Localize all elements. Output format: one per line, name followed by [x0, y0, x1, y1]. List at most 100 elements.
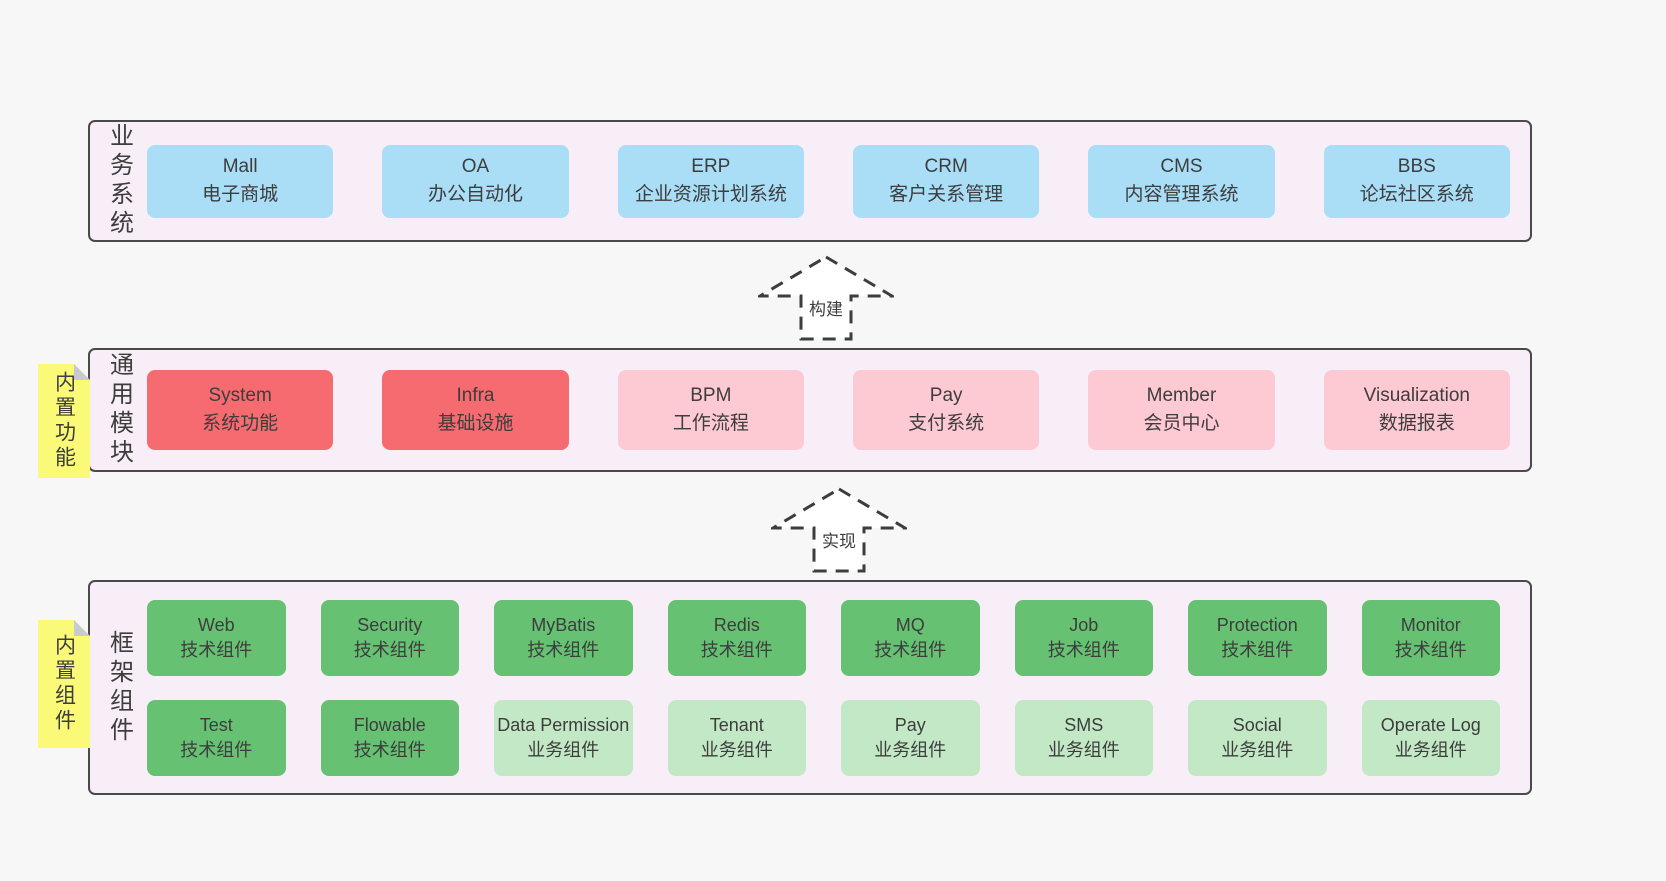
- box-title: Pay: [894, 715, 926, 736]
- box-title: Monitor: [1400, 615, 1461, 636]
- box-title: Flowable: [353, 715, 426, 736]
- sticky-note-builtin-features: 内置功能: [38, 364, 90, 478]
- box-erp: ERP 企业资源计划系统: [617, 144, 804, 218]
- box-subtitle: 客户关系管理: [889, 184, 1004, 205]
- box-title: BPM: [690, 385, 732, 407]
- box-title: Data Permission: [497, 715, 630, 736]
- band-label-modules: 通用模块: [105, 352, 133, 468]
- box-cms: CMS 内容管理系统: [1088, 144, 1275, 218]
- box-subtitle: 技术组件: [353, 639, 426, 660]
- box-title: Visualization: [1363, 385, 1470, 407]
- box-infra: Infra 基础设施: [382, 370, 569, 450]
- box-subtitle: 基础设施: [437, 413, 514, 434]
- box-subtitle: 系统功能: [202, 413, 279, 434]
- box-monitor: Monitor 技术组件: [1361, 599, 1500, 676]
- common-modules-band: 通用模块 System 系统功能 Infra 基础设施 BPM 工作流程 Pay…: [88, 348, 1532, 472]
- box-bpm: BPM 工作流程: [617, 370, 804, 450]
- box-subtitle: 业务组件: [1047, 739, 1120, 760]
- box-subtitle: 电子商城: [202, 184, 279, 205]
- box-web: Web 技术组件: [147, 599, 286, 676]
- box-subtitle: 业务组件: [527, 739, 600, 760]
- box-subtitle: 技术组件: [527, 639, 600, 660]
- box-title: Redis: [713, 615, 760, 636]
- framework-row-1: Web 技术组件 Security 技术组件 MyBatis 技术组件 Redi…: [147, 599, 1500, 676]
- box-title: Member: [1146, 385, 1217, 407]
- band-label-framework: 框架组件: [105, 629, 133, 746]
- sticky-note-builtin-components: 内置组件: [38, 620, 90, 748]
- box-bbs: BBS 论坛社区系统: [1323, 144, 1510, 218]
- box-subtitle: 技术组件: [180, 639, 253, 660]
- box-member: Member 会员中心: [1088, 370, 1275, 450]
- box-title: BBS: [1397, 156, 1436, 178]
- box-job: Job 技术组件: [1014, 599, 1153, 676]
- box-sms: SMS 业务组件: [1014, 699, 1153, 776]
- box-title: Infra: [456, 385, 495, 407]
- box-tenant: Tenant 业务组件: [667, 699, 806, 776]
- box-title: Social: [1232, 715, 1282, 736]
- box-mq: MQ 技术组件: [841, 599, 980, 676]
- note-text: 内置组件: [52, 634, 76, 734]
- box-flowable: Flowable 技术组件: [320, 699, 459, 776]
- box-title: Operate Log: [1380, 715, 1481, 736]
- box-subtitle: 技术组件: [874, 639, 947, 660]
- box-title: Job: [1069, 615, 1099, 636]
- box-redis: Redis 技术组件: [667, 599, 806, 676]
- box-subtitle: 业务组件: [700, 739, 773, 760]
- box-title: System: [208, 385, 272, 407]
- box-visualization: Visualization 数据报表: [1323, 370, 1510, 450]
- box-social: Social 业务组件: [1188, 699, 1327, 776]
- note-text: 内置功能: [52, 371, 76, 471]
- box-title: Pay: [929, 385, 963, 407]
- framework-row-2: Test 技术组件 Flowable 技术组件 Data Permission …: [147, 699, 1500, 776]
- box-pay-biz: Pay 业务组件: [841, 699, 980, 776]
- box-crm: CRM 客户关系管理: [852, 144, 1040, 218]
- box-security: Security 技术组件: [320, 599, 459, 676]
- box-subtitle: 技术组件: [700, 639, 773, 660]
- box-subtitle: 技术组件: [353, 739, 426, 760]
- box-subtitle: 业务组件: [1394, 739, 1467, 760]
- box-title: OA: [461, 156, 490, 178]
- box-operate-log: Operate Log 业务组件: [1361, 699, 1500, 776]
- box-subtitle: 业务组件: [1221, 739, 1294, 760]
- build-arrow-label: 构建: [807, 295, 845, 320]
- box-system: System 系统功能: [147, 370, 334, 450]
- business-systems-band: 业务系统 Mall 电子商城 OA 办公自动化 ERP 企业资源计划系统 CRM…: [88, 120, 1532, 242]
- box-subtitle: 内容管理系统: [1124, 184, 1239, 205]
- box-subtitle: 会员中心: [1143, 413, 1220, 434]
- implement-arrow: 实现: [771, 487, 907, 573]
- box-subtitle: 数据报表: [1378, 413, 1455, 434]
- band-label-business: 业务系统: [105, 123, 133, 239]
- box-subtitle: 技术组件: [1047, 639, 1120, 660]
- box-subtitle: 论坛社区系统: [1359, 184, 1474, 205]
- box-pay: Pay 支付系统: [852, 370, 1040, 450]
- box-title: Test: [199, 715, 233, 736]
- box-title: ERP: [691, 156, 731, 178]
- box-title: Security: [357, 615, 423, 636]
- framework-components-band: 框架组件 Web 技术组件 Security 技术组件 MyBatis 技术组件…: [88, 580, 1532, 795]
- build-arrow: 构建: [758, 255, 894, 341]
- business-boxes-row: Mall 电子商城 OA 办公自动化 ERP 企业资源计划系统 CRM 客户关系…: [147, 122, 1530, 240]
- box-title: Tenant: [709, 715, 764, 736]
- implement-arrow-label: 实现: [820, 527, 858, 552]
- box-mybatis: MyBatis 技术组件: [494, 599, 633, 676]
- box-subtitle: 企业资源计划系统: [634, 184, 787, 205]
- box-title: Mall: [222, 156, 258, 178]
- box-mall: Mall 电子商城: [147, 144, 334, 218]
- modules-boxes-row: System 系统功能 Infra 基础设施 BPM 工作流程 Pay 支付系统…: [147, 350, 1530, 470]
- box-subtitle: 业务组件: [874, 739, 947, 760]
- box-subtitle: 工作流程: [672, 413, 749, 434]
- box-oa: OA 办公自动化: [382, 144, 569, 218]
- box-subtitle: 办公自动化: [427, 184, 523, 205]
- box-test: Test 技术组件: [147, 699, 286, 776]
- framework-rows: Web 技术组件 Security 技术组件 MyBatis 技术组件 Redi…: [147, 582, 1530, 793]
- box-title: CMS: [1160, 156, 1203, 178]
- box-protection: Protection 技术组件: [1188, 599, 1327, 676]
- box-title: Web: [197, 615, 235, 636]
- box-title: SMS: [1064, 715, 1104, 736]
- box-subtitle: 技术组件: [1394, 639, 1467, 660]
- box-title: Protection: [1216, 615, 1298, 636]
- box-subtitle: 技术组件: [180, 739, 253, 760]
- box-data-permission: Data Permission 业务组件: [494, 699, 633, 776]
- box-subtitle: 技术组件: [1221, 639, 1294, 660]
- box-subtitle: 支付系统: [908, 413, 985, 434]
